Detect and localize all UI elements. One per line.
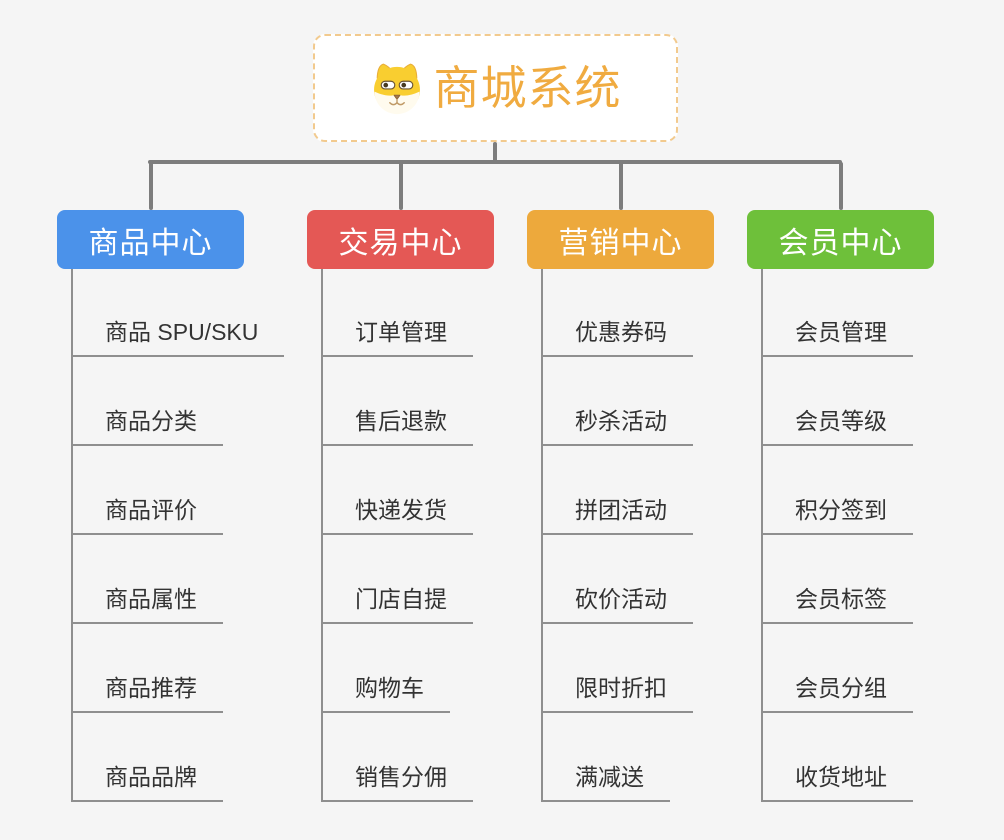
leaf-node[interactable]: 优惠券码 [541,317,693,357]
connector-drop-4 [838,162,843,210]
leaf-node[interactable]: 销售分佣 [321,762,473,802]
branch-label: 营销中心 [558,226,683,260]
leaf-node[interactable]: 门店自提 [321,584,473,624]
root-node[interactable]: 商城系统 [313,34,678,142]
leaf-node[interactable]: 商品品牌 [71,762,223,802]
leaf-node[interactable]: 快递发货 [321,495,473,535]
leaf-node[interactable]: 售后退款 [321,406,473,446]
leaf-node[interactable]: 满减送 [541,762,670,802]
branch-node-1[interactable]: 商品中心 [57,210,244,269]
connector-horizontal-bar [148,160,842,164]
branch-node-3[interactable]: 营销中心 [527,210,714,269]
leaf-node[interactable]: 商品分类 [71,406,223,446]
leaf-node[interactable]: 限时折扣 [541,673,693,713]
root-title: 商城系统 [433,62,622,114]
leaf-node[interactable]: 商品 SPU/SKU [71,317,285,357]
branch-child-line-2 [321,269,323,802]
leaf-node[interactable]: 会员分组 [761,673,913,713]
leaf-node[interactable]: 收货地址 [761,762,913,802]
leaf-node[interactable]: 订单管理 [321,317,473,357]
branch-label: 交易中心 [338,226,463,260]
dog-face-icon [370,61,424,115]
leaf-node[interactable]: 砍价活动 [541,584,693,624]
branch-node-2[interactable]: 交易中心 [307,210,494,269]
branch-label: 商品中心 [88,226,213,260]
branch-node-4[interactable]: 会员中心 [747,210,934,269]
branch-child-line-4 [761,269,763,802]
leaf-node[interactable]: 积分签到 [761,495,913,535]
leaf-node[interactable]: 商品评价 [71,495,223,535]
branch-child-line-1 [71,269,73,802]
leaf-node[interactable]: 购物车 [321,673,450,713]
connector-drop-3 [618,162,623,210]
branch-label: 会员中心 [778,226,903,260]
leaf-node[interactable]: 秒杀活动 [541,406,693,446]
branch-child-line-3 [541,269,543,802]
leaf-node[interactable]: 商品推荐 [71,673,223,713]
leaf-node[interactable]: 会员等级 [761,406,913,446]
connector-drop-2 [398,162,403,210]
leaf-node[interactable]: 商品属性 [71,584,223,624]
connector-root-stem [493,142,497,162]
leaf-node[interactable]: 拼团活动 [541,495,693,535]
leaf-node[interactable]: 会员管理 [761,317,913,357]
leaf-node[interactable]: 会员标签 [761,584,913,624]
connector-drop-1 [148,162,153,210]
